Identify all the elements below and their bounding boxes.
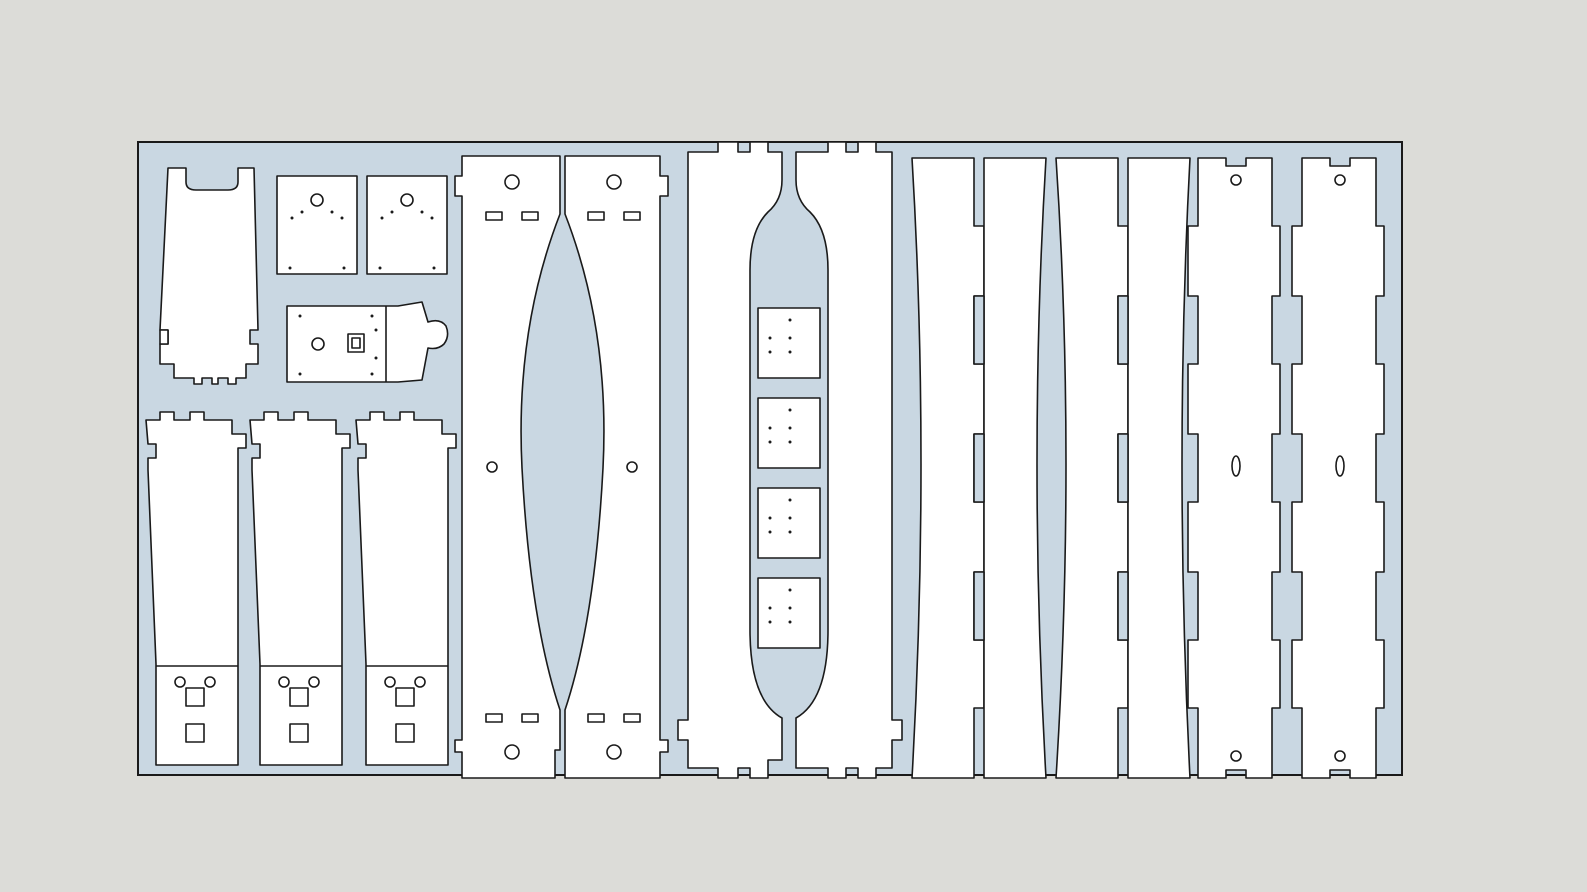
frame-rails-with-window bbox=[677, 141, 903, 779]
concave-slats bbox=[911, 157, 1191, 779]
motor-mount-plate bbox=[286, 301, 449, 383]
small-bracket-plates bbox=[276, 175, 448, 275]
long-tabbed-rails bbox=[1187, 157, 1385, 779]
curved-side-rails bbox=[454, 155, 669, 779]
tapered-leg-panel bbox=[159, 167, 259, 385]
short-tapered-legs bbox=[145, 411, 457, 766]
